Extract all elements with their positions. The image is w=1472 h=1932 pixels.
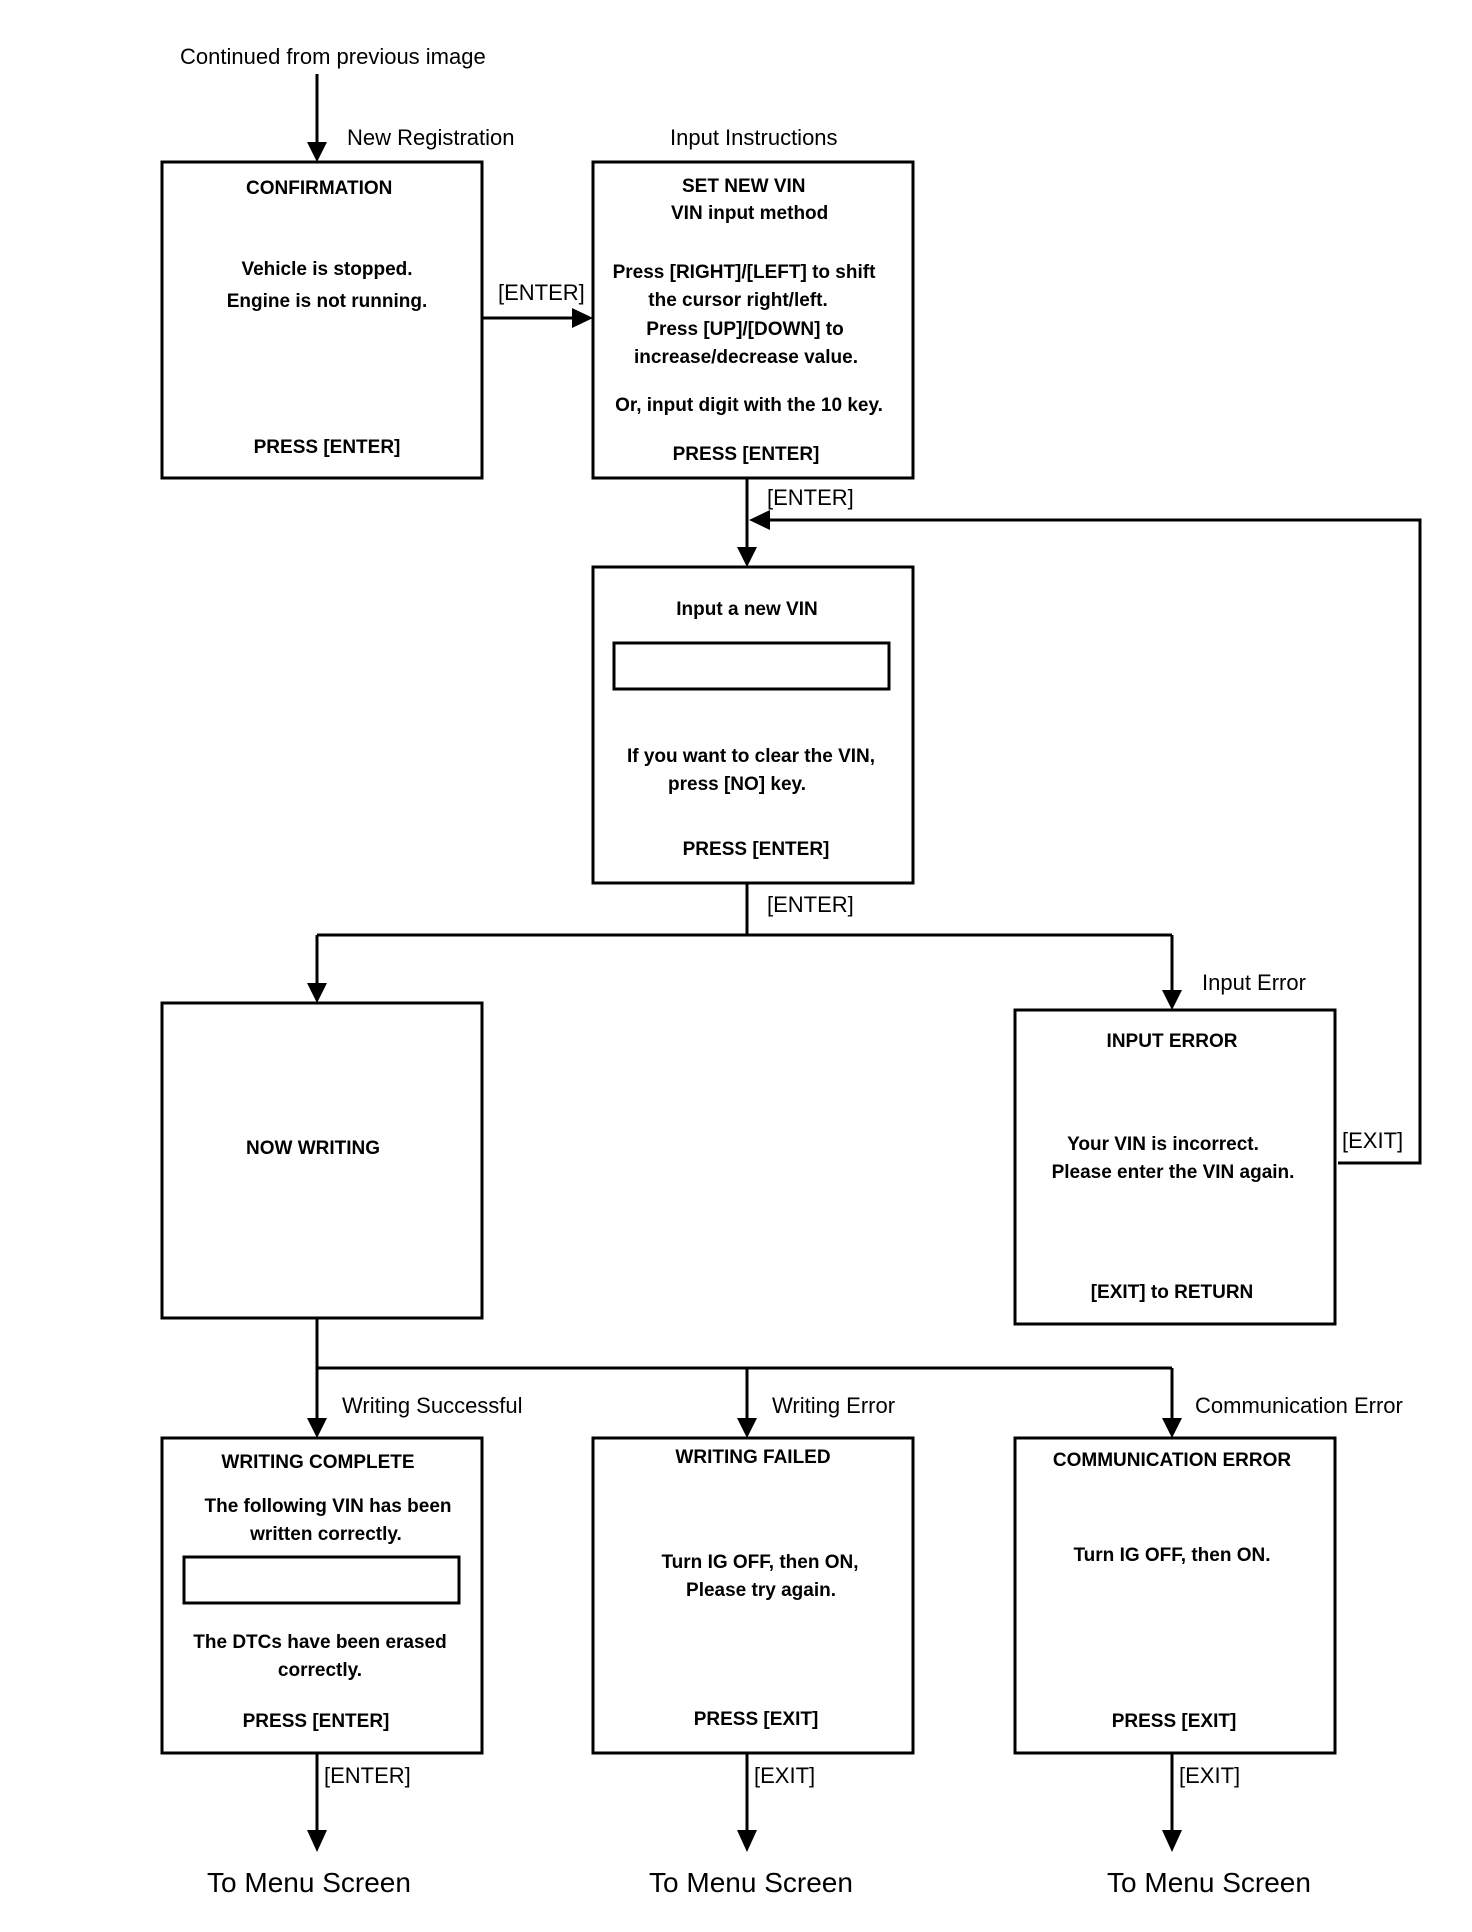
input-error-title: INPUT ERROR <box>1107 1031 1238 1052</box>
writing-complete-line-2: written correctly. <box>249 1524 402 1545</box>
screen-writing-complete: WRITING COMPLETE The following VIN has b… <box>160 1436 484 1755</box>
label-enter-2: [ENTER] <box>767 485 854 510</box>
input-vin-line-2: press [NO] key. <box>668 774 806 795</box>
set-vin-line-5: Or, input digit with the 10 key. <box>615 395 883 416</box>
input-error-line-1: Your VIN is incorrect. <box>1067 1134 1259 1155</box>
label-enter-4: [ENTER] <box>324 1763 411 1788</box>
screen-input-vin: Input a new VIN If you want to clear the… <box>591 565 915 885</box>
screen-now-writing: NOW WRITING <box>160 1001 484 1320</box>
input-error-line-2: Please enter the VIN again. <box>1052 1162 1295 1183</box>
writing-complete-footer: PRESS [ENTER] <box>243 1711 390 1732</box>
set-vin-subtitle: VIN input method <box>671 203 828 224</box>
set-vin-line-4: increase/decrease value. <box>634 347 858 368</box>
label-exit-loop: [EXIT] <box>1342 1128 1403 1153</box>
screen-writing-failed: WRITING FAILED Turn IG OFF, then ON, Ple… <box>591 1436 915 1755</box>
arrowhead-loop <box>749 510 770 530</box>
vin-input-field[interactable] <box>612 641 891 691</box>
label-writing-error: Writing Error <box>772 1393 895 1418</box>
screen-communication-error: COMMUNICATION ERROR Turn IG OFF, then ON… <box>1013 1436 1337 1755</box>
communication-error-line-1: Turn IG OFF, then ON. <box>1073 1545 1270 1566</box>
input-vin-footer: PRESS [ENTER] <box>683 839 830 860</box>
label-input-instructions: Input Instructions <box>670 125 838 150</box>
label-continued: Continued from previous image <box>180 44 486 69</box>
communication-error-footer: PRESS [EXIT] <box>1112 1711 1237 1732</box>
label-new-registration: New Registration <box>347 125 515 150</box>
writing-failed-line-2: Please try again. <box>686 1580 836 1601</box>
confirmation-line-1: Vehicle is stopped. <box>241 259 412 280</box>
screen-set-new-vin: SET NEW VIN VIN input method Press [RIGH… <box>591 160 915 480</box>
confirmation-footer: PRESS [ENTER] <box>254 437 401 458</box>
arrowhead-input-error <box>1162 990 1182 1010</box>
writing-complete-title: WRITING COMPLETE <box>221 1452 414 1473</box>
set-vin-footer: PRESS [ENTER] <box>673 444 820 465</box>
input-vin-title: Input a new VIN <box>676 599 817 620</box>
set-vin-title: SET NEW VIN <box>682 176 806 197</box>
arrowhead-comm-error <box>1162 1418 1182 1438</box>
screen-confirmation: CONFIRMATION Vehicle is stopped. Engine … <box>160 160 484 480</box>
arrowhead-start <box>307 142 327 162</box>
label-input-error: Input Error <box>1202 970 1306 995</box>
destination-menu-3: To Menu Screen <box>1107 1867 1311 1898</box>
writing-failed-title: WRITING FAILED <box>675 1447 830 1468</box>
label-exit-comm: [EXIT] <box>1179 1763 1240 1788</box>
label-enter-3: [ENTER] <box>767 892 854 917</box>
written-vin-field <box>182 1555 461 1605</box>
arrowhead-now-writing <box>307 983 327 1003</box>
confirmation-title: CONFIRMATION <box>246 178 392 199</box>
label-exit-failed: [EXIT] <box>754 1763 815 1788</box>
writing-complete-line-1: The following VIN has been <box>204 1496 451 1517</box>
arrowhead-input-vin <box>737 547 757 567</box>
set-vin-line-1: Press [RIGHT]/[LEFT] to shift <box>613 262 877 283</box>
now-writing-title: NOW WRITING <box>246 1138 380 1159</box>
writing-failed-footer: PRESS [EXIT] <box>694 1709 819 1730</box>
writing-complete-line-4: correctly. <box>278 1660 362 1681</box>
arrowhead-complete <box>307 1418 327 1438</box>
confirmation-line-2: Engine is not running. <box>227 291 428 312</box>
set-vin-line-3: Press [UP]/[DOWN] to <box>646 319 843 340</box>
input-error-footer: [EXIT] to RETURN <box>1091 1282 1254 1303</box>
label-writing-successful: Writing Successful <box>342 1393 523 1418</box>
arrowhead-failed <box>737 1418 757 1438</box>
input-vin-line-1: If you want to clear the VIN, <box>627 746 875 767</box>
communication-error-title: COMMUNICATION ERROR <box>1053 1450 1291 1471</box>
writing-complete-line-3: The DTCs have been erased <box>193 1632 446 1653</box>
label-communication-error: Communication Error <box>1195 1393 1403 1418</box>
arrowhead-menu-1 <box>307 1830 327 1852</box>
destination-menu-1: To Menu Screen <box>207 1867 411 1898</box>
set-vin-line-2: the cursor right/left. <box>648 290 827 311</box>
label-enter-1: [ENTER] <box>498 280 585 305</box>
destination-menu-2: To Menu Screen <box>649 1867 853 1898</box>
connector-exit-loop <box>762 518 1422 1165</box>
arrowhead-setvin <box>572 308 593 328</box>
writing-failed-line-1: Turn IG OFF, then ON, <box>661 1552 858 1573</box>
arrowhead-menu-2 <box>737 1830 757 1852</box>
arrowhead-menu-3 <box>1162 1830 1182 1852</box>
screen-input-error: INPUT ERROR Your VIN is incorrect. Pleas… <box>1013 1008 1337 1326</box>
